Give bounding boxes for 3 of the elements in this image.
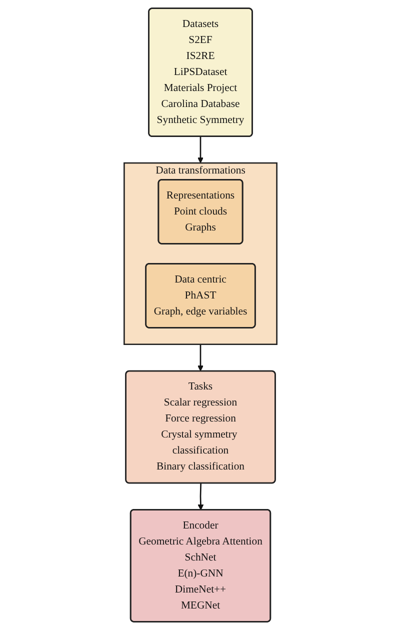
arrow xyxy=(198,344,204,372)
arrow xyxy=(198,483,204,510)
arrow xyxy=(198,136,204,164)
